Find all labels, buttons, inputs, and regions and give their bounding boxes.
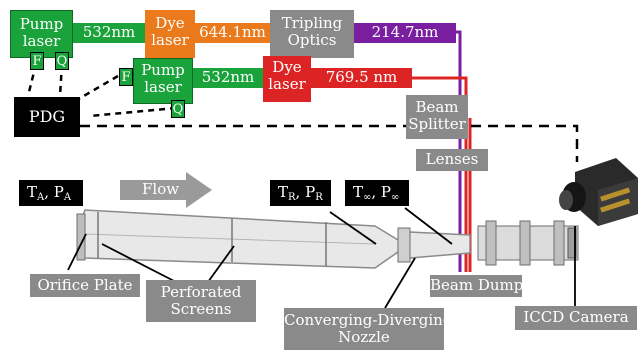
nozzle-line1: Converging-Diverging bbox=[284, 312, 444, 329]
beam-splitter: Beam Splitter bbox=[406, 95, 468, 139]
wind-tunnel bbox=[77, 210, 578, 268]
orifice-plate-label: Orifice Plate bbox=[30, 274, 140, 297]
tripling-optics: Tripling Optics bbox=[270, 10, 354, 58]
dye-laser-2: Dye laser bbox=[263, 56, 311, 102]
tr-sub: R bbox=[288, 192, 296, 203]
tripling-optics-line1: Tripling bbox=[270, 15, 354, 32]
pump-laser-2-line2: laser bbox=[134, 79, 192, 96]
inlet-conditions: TA, PA bbox=[19, 180, 83, 206]
dye-laser-2-line2: laser bbox=[263, 76, 311, 93]
ta-sub: A bbox=[37, 192, 44, 203]
dye-laser-1-line2: laser bbox=[145, 32, 195, 49]
pinf-main: P bbox=[381, 183, 391, 201]
beam-splitter-line1: Beam bbox=[406, 99, 468, 116]
pump-laser-2-line1: Pump bbox=[134, 62, 192, 79]
pa-main: P bbox=[54, 183, 64, 201]
dye-laser-1: Dye laser bbox=[145, 10, 195, 58]
pump-laser-1: Pump laser bbox=[10, 10, 73, 58]
freestream-conditions: T∞, P∞ bbox=[345, 180, 409, 206]
arrow-nozzle bbox=[385, 258, 415, 308]
pump-laser-1-line2: laser bbox=[11, 33, 72, 50]
trigger-line-pump2-q bbox=[90, 108, 176, 116]
nozzle-label: Converging-Diverging Nozzle bbox=[284, 308, 444, 350]
dye-laser-1-line1: Dye bbox=[145, 15, 195, 32]
nozzle-line2: Nozzle bbox=[284, 329, 444, 346]
pr-main: P bbox=[305, 183, 315, 201]
beam-214: 214.7nm bbox=[354, 23, 456, 43]
ta-main: T bbox=[27, 183, 37, 201]
pa-sub: A bbox=[64, 192, 71, 203]
iccd-camera-label: ICCD Camera bbox=[515, 306, 637, 330]
beam-532-b: 532nm bbox=[193, 68, 263, 88]
pump2-f-port: F bbox=[119, 68, 133, 86]
trigger-line-camera bbox=[80, 126, 577, 162]
pr-sub: R bbox=[315, 192, 323, 203]
pump1-q-port: Q bbox=[55, 52, 69, 70]
perforated-screens-label: Perforated Screens bbox=[146, 280, 256, 322]
pdg-box: PDG bbox=[14, 97, 80, 137]
beam-532-a: 532nm bbox=[73, 23, 145, 43]
pinf-sub: ∞ bbox=[391, 192, 399, 203]
pump-laser-2: Pump laser bbox=[133, 58, 193, 104]
beam-dump-label: Beam Dump bbox=[430, 275, 522, 297]
reservoir-conditions: TR, PR bbox=[270, 180, 331, 206]
beam-769: 769.5 nm bbox=[311, 68, 412, 88]
dye-laser-2-line1: Dye bbox=[263, 59, 311, 76]
pump2-q-port: Q bbox=[171, 100, 185, 118]
beam-644: 644.1nm bbox=[195, 23, 270, 43]
flow-label: Flow bbox=[142, 181, 179, 198]
screens-line2: Screens bbox=[146, 301, 256, 318]
pump1-f-port: F bbox=[30, 52, 44, 70]
screens-line1: Perforated bbox=[146, 284, 256, 301]
beam-splitter-line2: Splitter bbox=[406, 116, 468, 133]
pump-laser-1-line1: Pump bbox=[11, 16, 72, 33]
iccd-camera-icon bbox=[559, 158, 638, 226]
tinf-main: T bbox=[353, 183, 363, 201]
tripling-optics-line2: Optics bbox=[270, 32, 354, 49]
tr-main: T bbox=[278, 183, 288, 201]
lenses-label: Lenses bbox=[416, 149, 488, 171]
tinf-sub: ∞ bbox=[363, 192, 371, 203]
